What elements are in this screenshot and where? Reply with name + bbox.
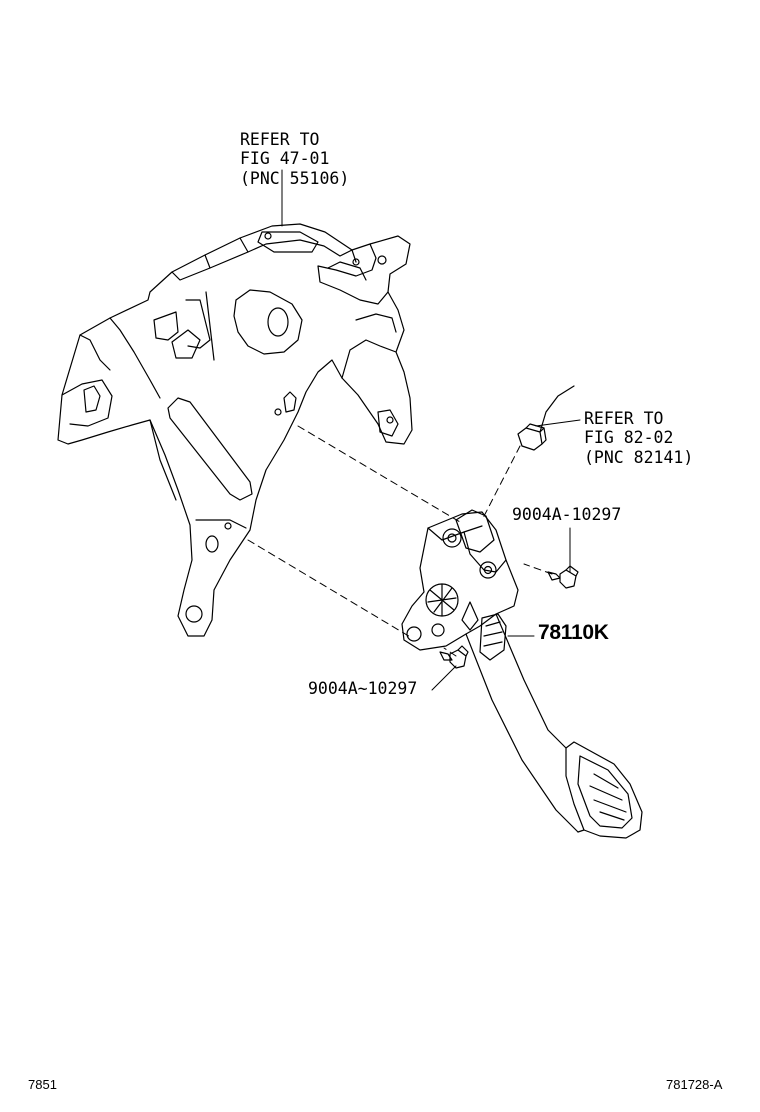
sensor-ref-line1: REFER TO	[584, 408, 664, 428]
sensor-connector-drawing	[518, 386, 574, 450]
assembly-guide-lines	[248, 426, 552, 656]
bracket-ref-line1: REFER TO	[240, 129, 320, 149]
bracket-reference-callout: REFER TO FIG 47-01 (PNC 55106)	[240, 110, 349, 188]
sensor-ref-line2: FIG 82-02	[584, 428, 674, 447]
pedal-bracket-drawing	[58, 224, 412, 636]
footer-right-code: 781728-A	[666, 1077, 723, 1092]
footer-left-code: 7851	[28, 1077, 57, 1092]
pedal-part-number: 78110K	[538, 621, 609, 644]
sensor-reference-callout: REFER TO FIG 82-02 (PNC 82141)	[584, 389, 693, 467]
lower-bolt-part-number: 9004A~10297	[308, 679, 418, 698]
callout-leaders	[282, 170, 580, 690]
bracket-ref-line3: (PNC 55106)	[240, 168, 350, 188]
upper-bolt-part-number: 9004A-10297	[512, 505, 622, 524]
upper-bolt-drawing	[548, 566, 578, 588]
sensor-ref-line3: (PNC 82141)	[584, 447, 694, 467]
accelerator-pedal-drawing	[402, 510, 642, 838]
lower-bolt-drawing	[440, 646, 468, 668]
bracket-ref-line2: FIG 47-01	[240, 149, 330, 168]
